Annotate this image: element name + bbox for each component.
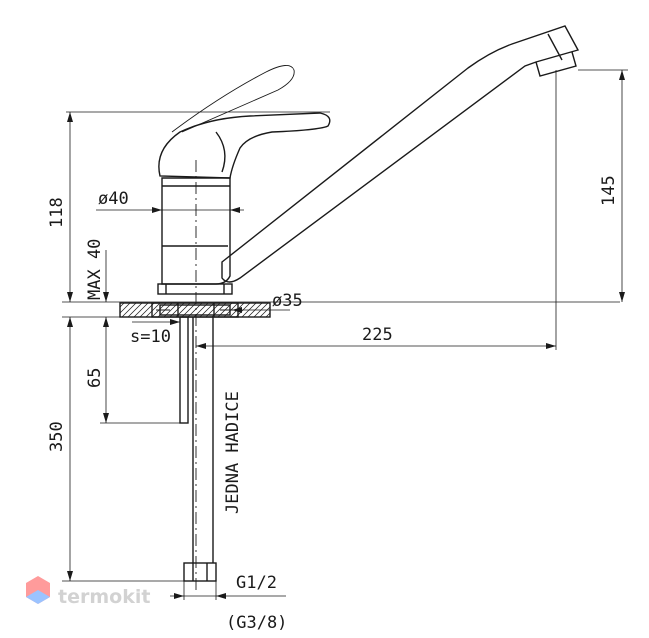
fixing-pin	[179, 316, 189, 424]
thread-alt: (G3/8)	[226, 613, 287, 633]
dim-diameter-35: ø35	[272, 291, 303, 311]
hatch-line	[121, 303, 137, 317]
watermark-brand: termokit	[58, 586, 150, 608]
dim-washer: s=10	[130, 327, 171, 347]
termokit-logo-icon	[26, 576, 50, 604]
hatch-line	[120, 303, 131, 314]
dim-65: 65	[85, 368, 105, 388]
hatch-line	[127, 303, 143, 317]
watermark: termokit	[26, 576, 150, 608]
dimension-lines	[62, 69, 628, 600]
dim-diameter-40: ø40	[98, 189, 129, 209]
faucet-body	[157, 177, 233, 295]
hatch-line	[145, 303, 161, 317]
hose	[183, 317, 217, 582]
hatch-line	[120, 303, 125, 308]
spout	[221, 25, 580, 283]
hatch-line	[104, 303, 118, 317]
hatch-line	[133, 303, 149, 317]
hatch-line	[265, 312, 270, 317]
dim-145: 145	[599, 175, 619, 206]
dim-118: 118	[47, 197, 67, 228]
lever-handle	[158, 65, 331, 179]
dim-max-40: MAX 40	[85, 239, 105, 300]
dim-225: 225	[362, 325, 393, 345]
hose-note: JEDNA HADICE	[223, 391, 243, 514]
dim-350: 350	[47, 421, 67, 452]
thread-main: G1/2	[236, 573, 277, 593]
